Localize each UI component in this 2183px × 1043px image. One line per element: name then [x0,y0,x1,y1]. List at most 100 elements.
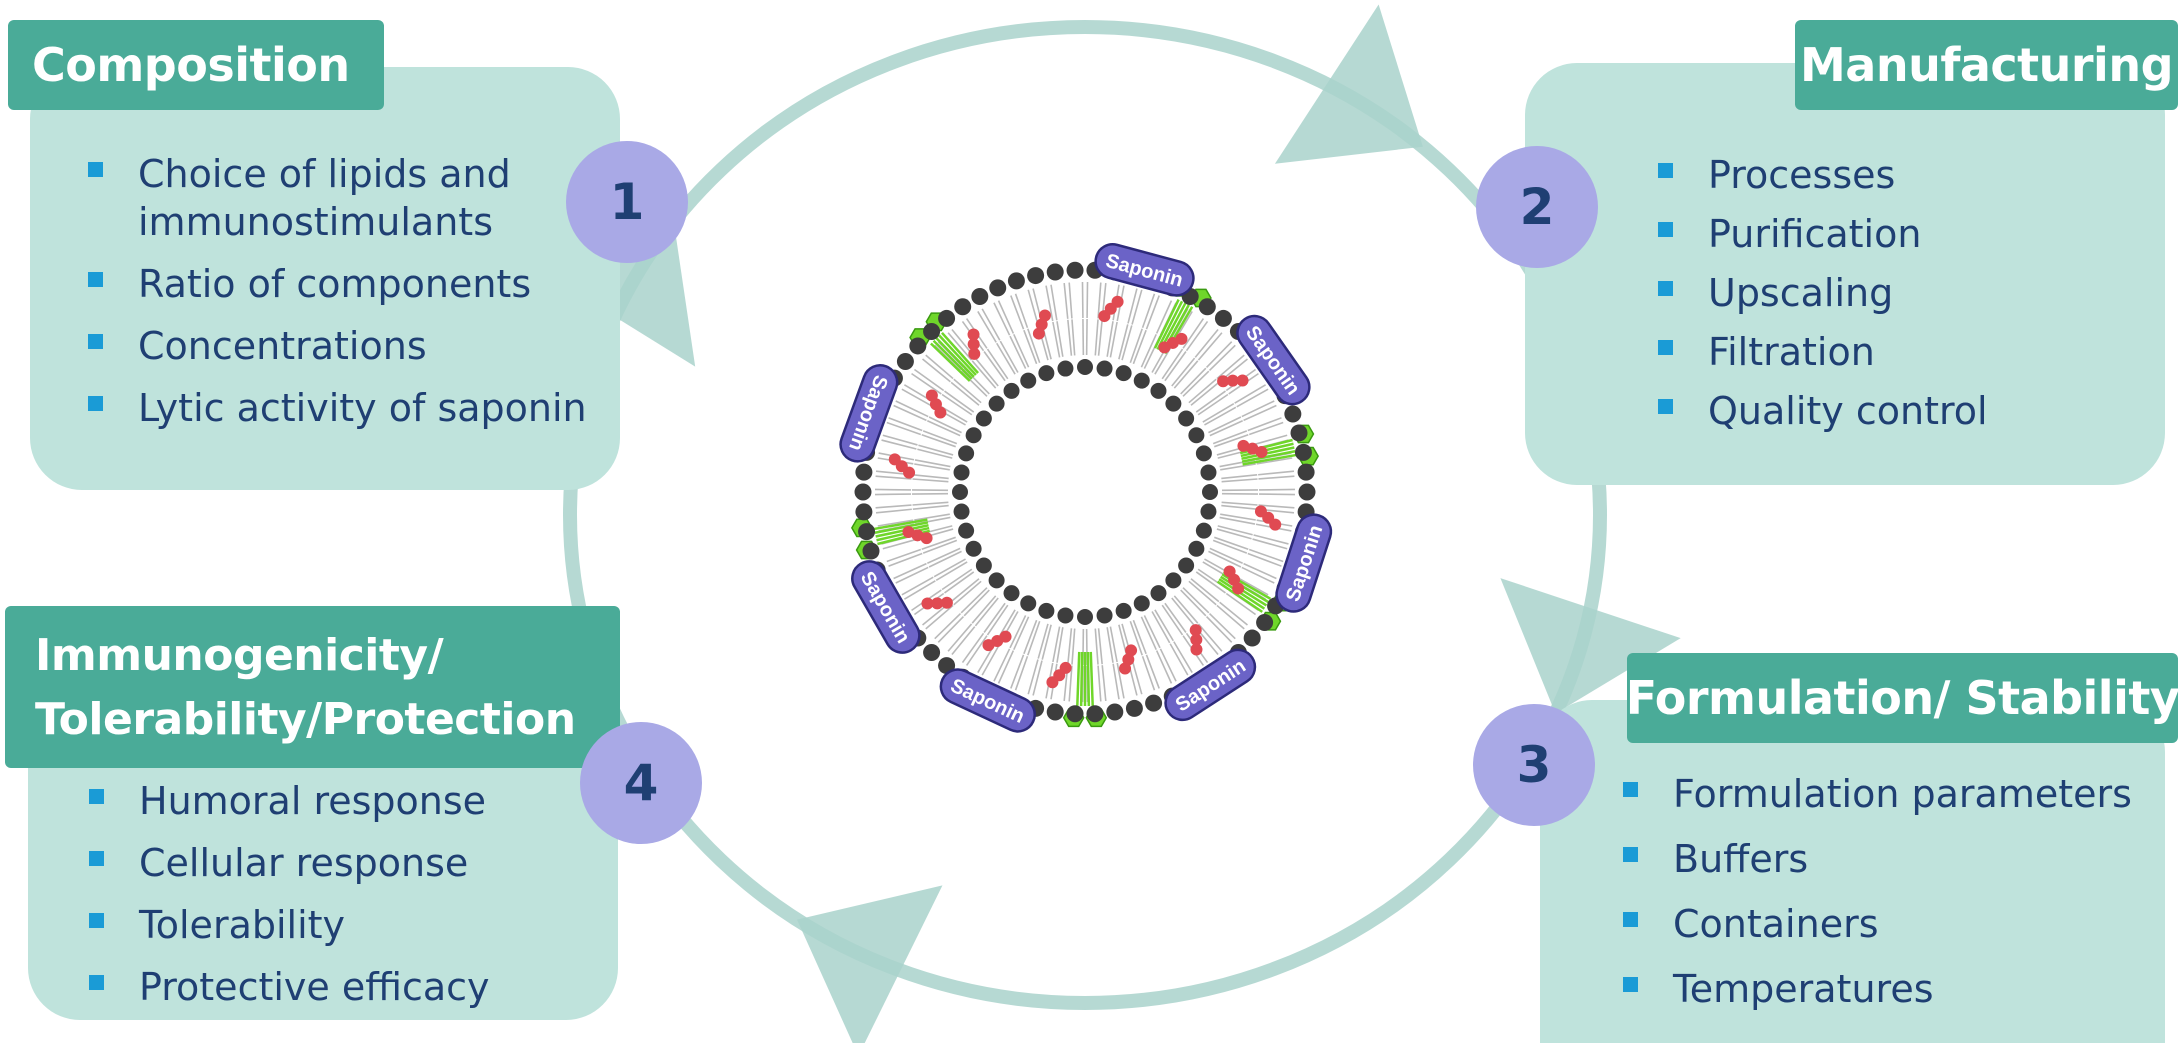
cycle-arrowhead-1 [1274,4,1423,164]
lipid-tail [950,578,980,603]
cholesterol-icon [921,596,953,610]
lipid-tail [1013,334,1030,368]
saponin-pill [1236,314,1311,406]
composition-panel [30,67,620,490]
formulation-title: Formulation/ Stability [1625,671,2180,725]
cholesterol-icon [967,328,981,360]
lipid-tail [914,463,950,471]
lipid-tail [875,504,912,509]
green-lipid-chain [1241,450,1296,463]
lipid-tail [1234,384,1267,404]
cholesterol-ring [925,389,938,402]
lipid-tail [875,508,912,514]
lipid-tail [927,547,961,564]
lipid-tail [1045,285,1054,322]
lipid-tail [1023,329,1038,365]
lipid-tail [895,566,929,584]
lipid-tail [1221,504,1258,510]
lipid-tail [927,420,961,437]
lipid-head-outer [954,298,972,316]
cholesterol-icon [1158,332,1188,354]
lipid-tail [1209,547,1243,564]
lipid-tail [1197,332,1223,361]
lipid-tail [1101,665,1107,702]
formulation-panel [1540,700,2165,1043]
cholesterol-ring [967,338,980,351]
cholesterol-ring [911,529,924,542]
saponin-label: Saponin [1275,513,1333,613]
green-lipid-chain [935,337,975,378]
step-2-badge: 2 [1476,146,1598,268]
lipid-tail [986,348,1009,380]
lipid-tail [1248,421,1284,436]
lipid-tail [1205,615,1233,643]
lipid-tail [1141,655,1156,691]
lipid-head-outer [909,337,927,355]
lipid-tail [882,538,918,550]
lipid-head-inner [965,540,982,557]
lipid-head-inner [953,464,970,481]
lipid-tail [1010,654,1025,689]
lipid-head-inner [1188,540,1205,557]
bullet-icon [89,913,104,928]
cholesterol-icon [1237,439,1268,458]
lipid-tail [911,372,942,395]
lipid-head-inner [1077,609,1093,625]
formulation-item: Formulation parameters [1623,770,2132,818]
step-4-badge: 4 [580,722,702,844]
lipid-tail [913,368,945,392]
cholesterol-icon [982,630,1012,652]
green-lipid-chain [1220,575,1268,607]
lipid-tail [1050,284,1058,321]
bullet-icon [1623,782,1638,797]
manufacturing-item: Filtration [1658,328,1988,376]
immunogenicity-header: Immunogenicity/ Tolerability/Protection [5,606,620,768]
green-lipid-chain [1156,300,1184,350]
lipid-head-inner [975,557,992,574]
lipid-tail [928,416,962,434]
cholesterol-ring [1232,582,1245,595]
lipid-tail [1173,360,1199,389]
lipid-tail [947,623,973,652]
lipid-head-inner [1195,445,1212,462]
lipid-head-outer [1294,443,1312,461]
lipid-tail [1209,420,1243,437]
lipid-tail [1208,550,1242,568]
green-lipid-chain [1089,651,1094,706]
lipid-head-inner [1150,382,1167,399]
lipid-head-inner [975,410,992,427]
lipid-tail [1140,616,1157,650]
lipid-head-outer [862,542,880,560]
lipid-tail [1236,576,1269,596]
green-lipid-chain [1242,453,1297,466]
immunogenicity-title-line: Tolerability/Protection [35,694,576,745]
lipid-tail [1169,643,1189,676]
lipid-head-outer [1066,261,1084,279]
lipid-tail [1219,516,1256,525]
lipid-tail [917,448,953,459]
lipid-tail [1037,623,1049,659]
lipid-tail [1171,597,1196,627]
cholesterol-ring [1111,295,1124,308]
lipid-tail [1154,609,1174,642]
green-lipid-chain [1076,651,1081,706]
bullet-icon [89,789,104,804]
cholesterol-icon [1098,295,1124,323]
lipid-tail [1143,615,1161,649]
lipid-tail [1027,289,1039,325]
lipid-tail [1241,566,1275,584]
lipid-tail [944,571,975,594]
immunogenicity-item: Protective efficacy [89,963,490,1011]
lipid-head-outer [1256,613,1274,631]
lipid-tail [922,539,958,554]
lipid-tail [1129,621,1143,656]
lipid-tail [1243,404,1277,422]
bullet-icon [1623,912,1638,927]
lipid-tail [951,626,976,655]
lipid-tail [1097,282,1102,319]
formulation-list: Formulation parameters Buffers Container… [1623,770,2132,1013]
lipid-head-inner [1178,410,1195,427]
composition-item: Choice of lipids and immunostimulants [88,150,587,246]
cholesterol-ring [1246,442,1259,455]
lipid-head-outer [855,503,873,521]
